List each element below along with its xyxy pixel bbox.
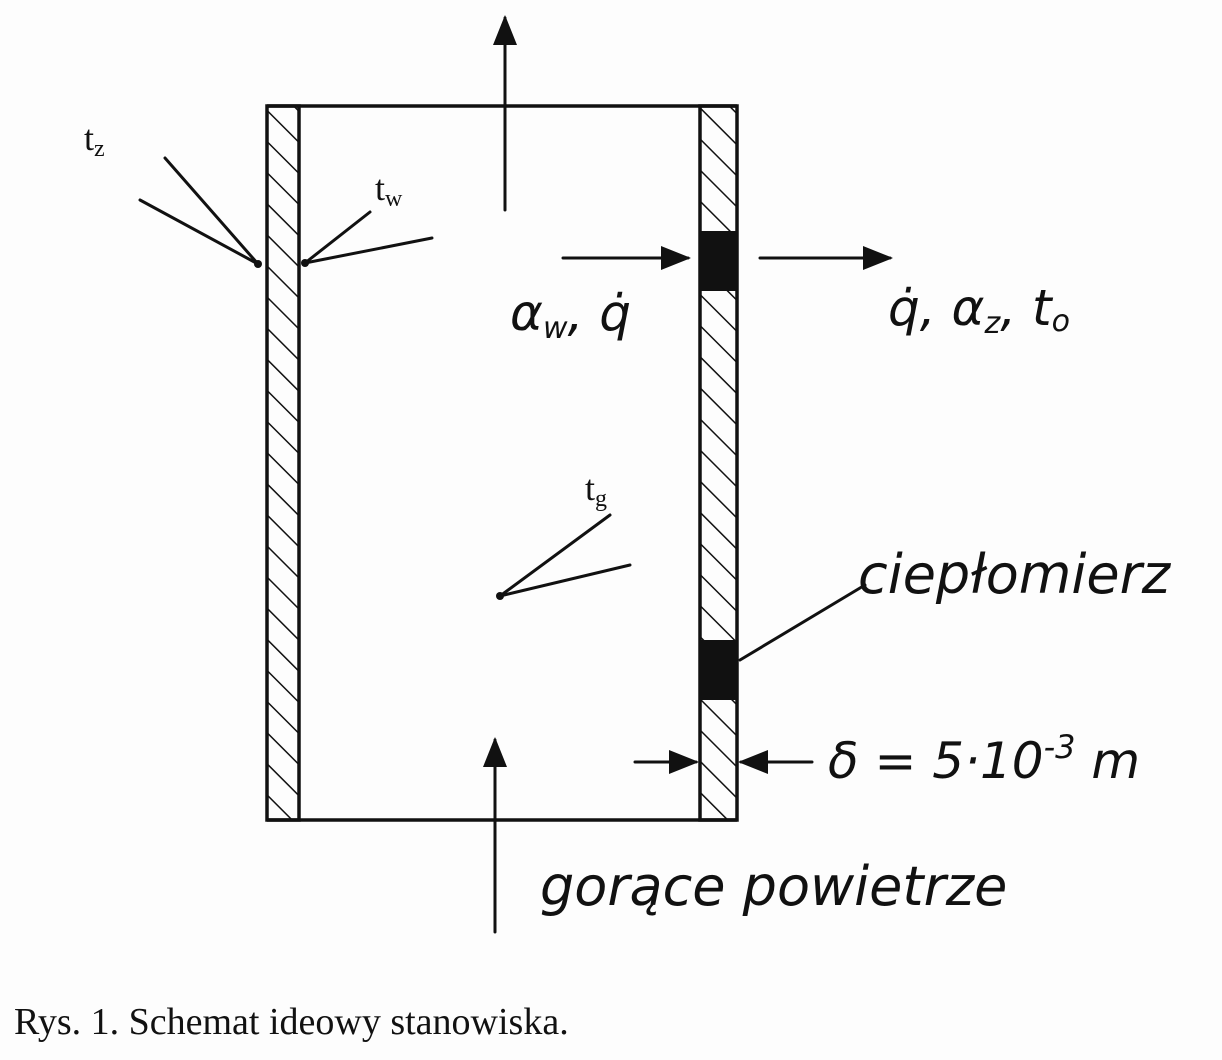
label-t-g: tg bbox=[585, 468, 607, 512]
tw-leader-2 bbox=[303, 236, 434, 265]
label-q-alpha-z-t0: q̇, αz, to bbox=[888, 279, 1070, 341]
tg-leader-1 bbox=[498, 513, 612, 598]
tw-leader-1 bbox=[303, 210, 372, 265]
tw-point bbox=[301, 259, 309, 267]
tz-leader-1 bbox=[163, 156, 260, 266]
figure-caption: Rys. 1. Schemat ideowy stanowiska. bbox=[14, 1001, 569, 1043]
meter-leader bbox=[738, 583, 867, 662]
apparatus-schematic: tz tw tg αw, q̇ q̇, αz, to ciepłomierz δ… bbox=[84, 15, 1172, 934]
heat-flux-meter-lower bbox=[700, 640, 737, 700]
tz-point bbox=[254, 260, 262, 268]
tg-point bbox=[496, 592, 504, 600]
tz-leader-2 bbox=[138, 198, 260, 266]
label-heat-flux-meter: ciepłomierz bbox=[858, 543, 1172, 606]
right-wall bbox=[698, 104, 739, 822]
tg-leader-2 bbox=[498, 563, 632, 598]
label-t-z: tz bbox=[84, 118, 105, 162]
label-alpha-w-q: αw, q̇ bbox=[510, 284, 631, 346]
label-t-w: tw bbox=[375, 168, 403, 212]
heat-flux-meter-upper bbox=[700, 231, 737, 291]
left-wall bbox=[265, 104, 301, 822]
label-hot-air: gorące powietrze bbox=[540, 855, 1007, 918]
label-wall-thickness: δ = 5·10-3 m bbox=[828, 728, 1140, 790]
